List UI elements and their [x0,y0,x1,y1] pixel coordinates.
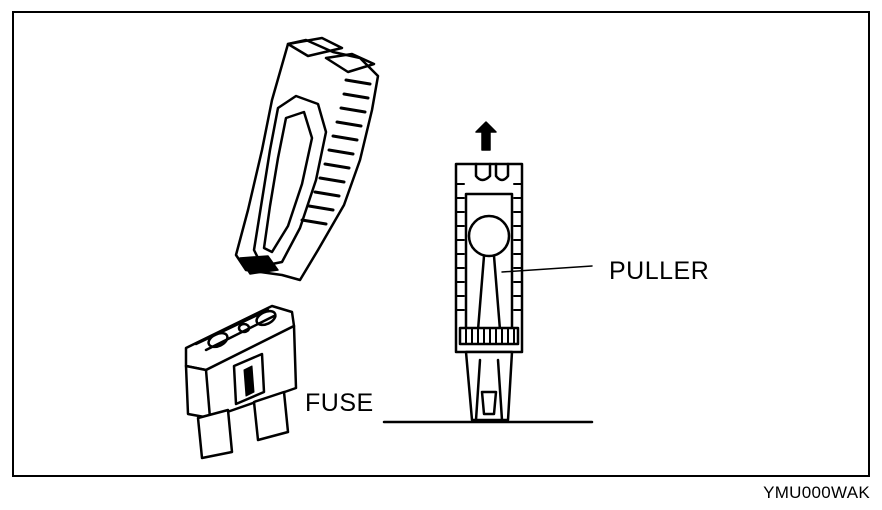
vertical-puller [454,121,593,422]
tilted-puller [234,36,380,282]
puller-label: PULLER [609,257,710,285]
blade-fuse [184,304,298,460]
figure-frame [12,11,870,477]
figure-code: YMU000WAK [763,483,870,502]
up-arrow-icon [475,121,497,151]
fuse-label: FUSE [305,389,374,417]
